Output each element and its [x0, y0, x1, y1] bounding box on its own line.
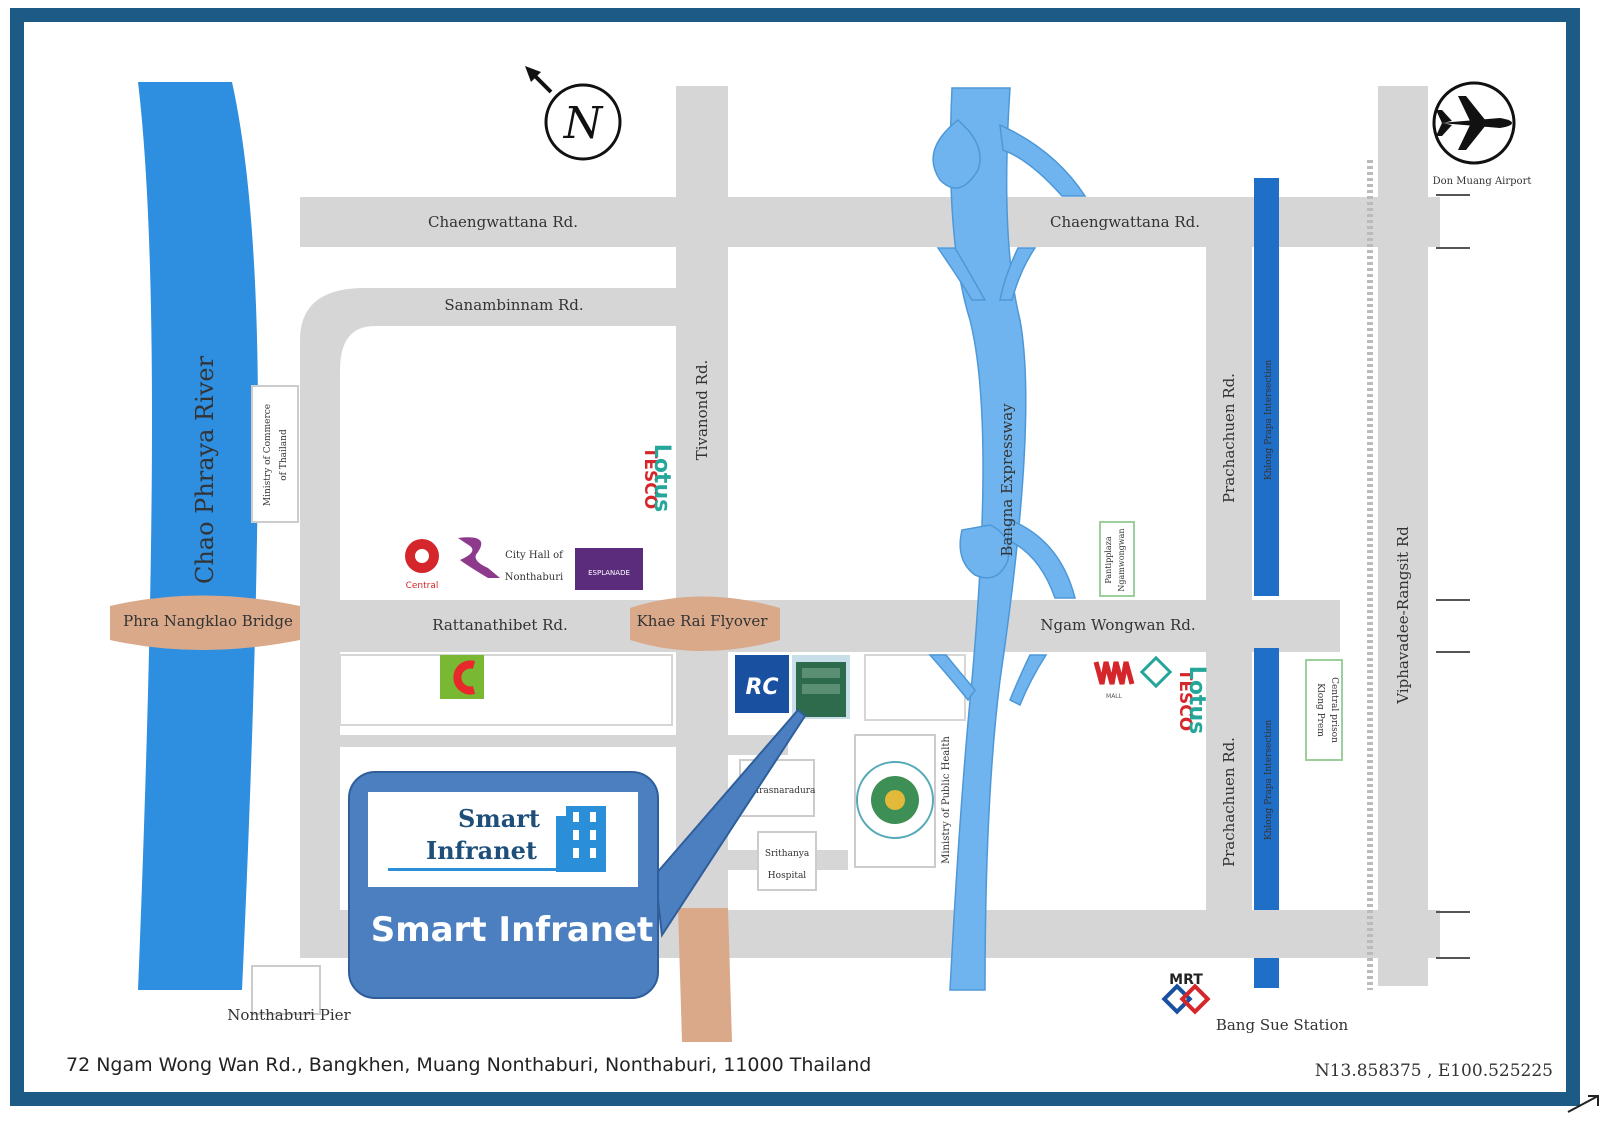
bottom-bridge	[678, 908, 732, 1042]
svg-text:Srithanya: Srithanya	[765, 849, 810, 859]
airplane-icon	[1432, 81, 1516, 165]
svg-text:of Thailand: of Thailand	[279, 429, 289, 481]
ngam-wongwan-label: Ngam Wongwan Rd.	[1040, 616, 1195, 634]
watsons-icon	[1139, 655, 1173, 689]
road-rattanathibet	[300, 600, 1340, 652]
viphavadee-ticks	[1436, 194, 1470, 959]
road-sanambinnam	[300, 288, 676, 420]
sanambinnam-label: Sanambinnam Rd.	[444, 296, 583, 314]
prachachuen-bottom-label: Prachachuen Rd.	[1220, 737, 1238, 867]
chao-phraya-river	[138, 82, 258, 990]
building-photo	[792, 655, 850, 719]
tesco-lotus-marker-top: TESCO Lotus	[640, 444, 674, 512]
tesco-lotus-marker-bottom: TESCO Lotus	[1175, 666, 1209, 734]
city-hall-label-1: City Hall of	[505, 550, 564, 561]
rattanathibet-label: Rattanathibet Rd.	[432, 616, 568, 634]
big-c-logo	[440, 655, 484, 699]
bridges	[110, 595, 780, 1042]
svg-text:Ngamwongwan: Ngamwongwan	[1117, 528, 1126, 591]
tivanond-label: Tivanond Rd.	[693, 360, 711, 461]
road-left-vertical	[300, 345, 340, 945]
mrt-logo: MRT	[1161, 972, 1211, 1015]
road-network	[300, 86, 1440, 986]
klong-prem-marker: Klong Prem Central prison	[1305, 659, 1343, 761]
svg-text:Bamrasnaradura: Bamrasnaradura	[739, 786, 816, 796]
address-text: 72 Ngam Wong Wan Rd., Bangkhen, Muang No…	[66, 1054, 871, 1076]
resize-handle-icon	[1567, 1095, 1599, 1113]
svg-text:Lotus: Lotus	[649, 444, 674, 512]
khae-rai-label: Khae Rai Flyover	[637, 612, 769, 630]
road-inner-1	[340, 735, 676, 747]
expressway-label: Bangna Expressway	[998, 403, 1016, 557]
road-prachachuen	[1206, 230, 1252, 910]
bang-sue-label: Bang Sue Station	[1216, 1016, 1349, 1034]
rc-logo: RC	[735, 655, 789, 713]
khae-rai-flyover	[630, 596, 780, 651]
svg-text:Central: Central	[406, 581, 439, 591]
logo-text-smart: Smart	[458, 804, 541, 833]
esplanade-logo: ESPLANADE	[575, 548, 643, 590]
svg-text:Klong Prem: Klong Prem	[1315, 683, 1325, 737]
robinson-logo	[458, 537, 500, 578]
phra-nangklao-bridge	[110, 595, 300, 650]
ministry-health-label: Ministry of Public Health	[941, 736, 952, 864]
chaengwattana-east-label: Chaengwattana Rd.	[1050, 213, 1200, 231]
ministry-commerce-marker: Ministry of Commerce of Thailand	[251, 385, 299, 523]
road-tivanond	[676, 86, 728, 916]
svg-text:TESCO: TESCO	[640, 447, 660, 509]
road-viphavadee	[1378, 86, 1428, 986]
svg-text:Ministry of Commerce: Ministry of Commerce	[263, 404, 273, 506]
city-hall-label-2: Nonthaburi	[505, 572, 563, 583]
the-mall-logo: MALL	[1093, 661, 1135, 700]
rail-line	[1254, 178, 1279, 988]
svg-text:MRT: MRT	[1169, 972, 1203, 988]
callout-title: Smart Infranet	[370, 910, 654, 950]
logo-text-infranet: Infranet	[426, 836, 537, 865]
city-blocks	[339, 654, 966, 726]
svg-text:Pantipplaza: Pantipplaza	[1104, 536, 1113, 584]
nonthaburi-pier-label: Nonthaburi Pier	[227, 1006, 351, 1024]
central-logo: Central	[405, 539, 439, 591]
bangna-expressway	[928, 87, 1087, 991]
building-icon	[388, 806, 606, 872]
srithanya-marker: Srithanya Hospital	[757, 831, 817, 891]
airport-label: Don Muang Airport	[1433, 176, 1532, 187]
nonthaburi-pier-marker	[251, 965, 321, 1015]
ministry-health-marker	[854, 734, 936, 868]
smart-infranet-logo: Smart Infranet	[368, 792, 638, 887]
svg-text:Hospital: Hospital	[768, 871, 807, 881]
north-letter: N	[563, 98, 604, 149]
chaengwattana-west-label: Chaengwattana Rd.	[428, 213, 578, 231]
svg-text:ESPLANADE: ESPLANADE	[588, 569, 630, 577]
svg-text:MALL: MALL	[1106, 693, 1123, 700]
pantip-marker: Pantipplaza Ngamwongwan	[1099, 521, 1135, 597]
coordinates-text: N13.858375 , E100.525225	[1315, 1061, 1553, 1081]
klong-prapa-label-top: Khlong Prapa Intersection	[1264, 360, 1274, 480]
river-label: Chao Phraya River	[191, 355, 219, 584]
phra-nangklao-label: Phra Nangklao Bridge	[123, 612, 293, 630]
viphavadee-label: Viphavadee-Rangsit Rd	[1394, 526, 1412, 705]
prachachuen-top-label: Prachachuen Rd.	[1220, 373, 1238, 503]
north-arrow: N	[525, 66, 622, 161]
svg-text:Central prison: Central prison	[1329, 677, 1339, 743]
svg-text:RC: RC	[745, 675, 778, 700]
svg-text:Lotus: Lotus	[1184, 666, 1209, 734]
svg-text:TESCO: TESCO	[1175, 669, 1195, 731]
klong-prapa-label-bottom: Khlong Prapa Intersection	[1264, 720, 1274, 840]
